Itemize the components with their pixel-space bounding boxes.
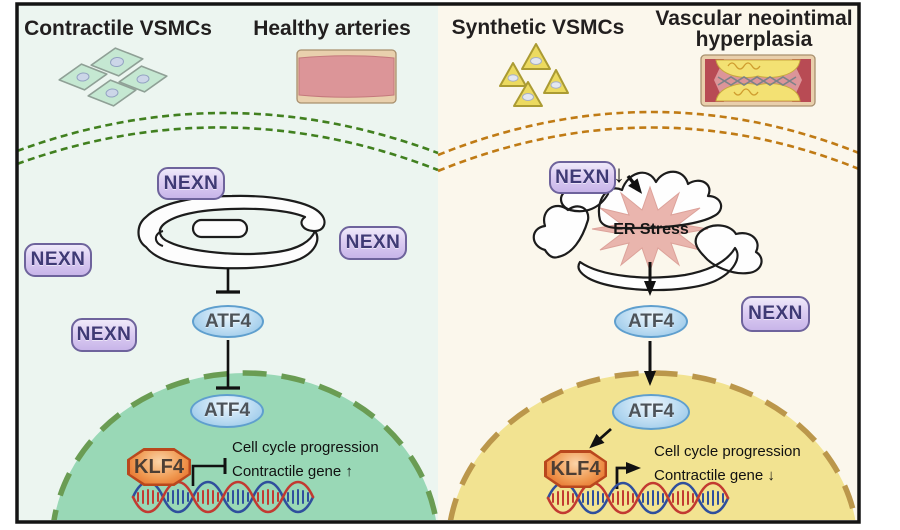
nucleus-right	[447, 370, 857, 520]
atf4-badge-nucleus: ATF4	[612, 394, 690, 430]
synthetic-cells-illustration	[499, 43, 569, 107]
arrow-transcription	[615, 462, 641, 489]
right-panel-title: Synthetic VSMCs	[451, 16, 625, 39]
inhibition-atf4-to-nucleus	[216, 340, 240, 390]
nexn-badge: NEXN	[339, 226, 407, 260]
er-stress-star	[591, 185, 709, 273]
healthy-arteries-label: Healthy arteries	[253, 17, 411, 40]
klf4-badge: KLF4	[544, 450, 607, 488]
arrow-atf4-to-klf4	[589, 427, 612, 449]
contractile-cells-illustration	[58, 47, 168, 107]
klf4-label: KLF4	[129, 450, 189, 484]
inhibition-er-to-atf4	[216, 268, 240, 294]
arrow-nexn-to-er	[626, 174, 643, 194]
klf4-label: KLF4	[546, 452, 605, 486]
nexn-badge: NEXN	[24, 243, 92, 277]
dna-helix-left	[131, 480, 315, 514]
nexn-badge: NEXN	[741, 296, 810, 332]
inhibition-contractile-gene	[191, 458, 227, 486]
dna-helix-right	[546, 481, 730, 515]
atf4-badge-nucleus: ATF4	[190, 394, 264, 428]
atf4-badge-cytoplasm: ATF4	[192, 305, 264, 338]
nexn-badge: NEXN	[157, 167, 225, 200]
contractile-gene-text: Contractile gene ↑	[232, 463, 353, 480]
healthy-artery-illustration	[296, 49, 397, 104]
cell-cycle-text: Cell cycle progression	[232, 439, 379, 456]
diseased-artery-illustration	[700, 54, 816, 107]
atf4-badge-cytoplasm: ATF4	[614, 305, 688, 338]
nexn-badge: NEXN	[71, 318, 137, 352]
left-panel-title: Contractile VSMCs	[24, 17, 212, 40]
nexn-decrease-arrow: ↓	[613, 161, 625, 188]
contractile-gene-text: Contractile gene ↓	[654, 467, 775, 484]
nexn-badge: NEXN	[549, 161, 616, 194]
er-illustration	[137, 194, 326, 270]
vascular-neointimal-label: Vascular neointimal hyperplasia	[655, 7, 853, 51]
cell-cycle-text: Cell cycle progression	[654, 443, 801, 460]
plasma-membrane-right	[437, 110, 860, 173]
er-stress-label: ER Stress	[613, 221, 689, 238]
klf4-badge: KLF4	[127, 448, 191, 486]
plasma-membrane-left	[16, 111, 439, 172]
diagram-frame	[15, 2, 861, 524]
